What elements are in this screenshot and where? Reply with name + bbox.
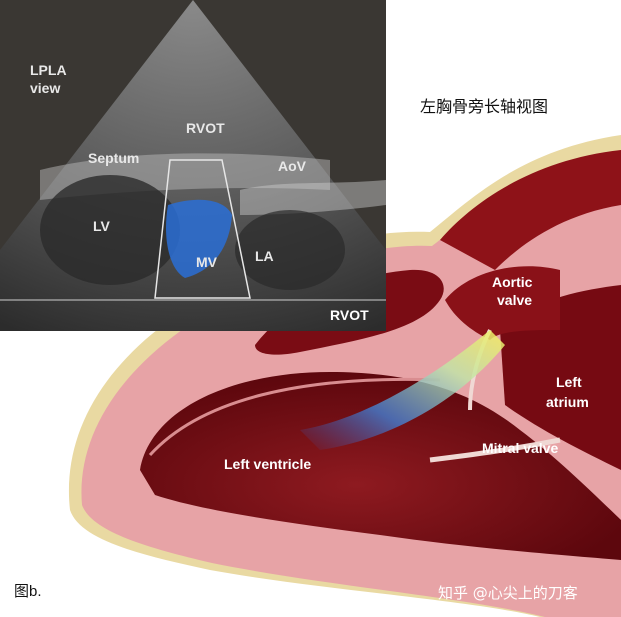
watermark: 知乎 @心尖上的刀客 [438, 584, 578, 602]
heart-label-aortic-valve-line2: valve [497, 292, 533, 308]
heart-label-left-atrium-line2: atrium [546, 394, 589, 410]
heart-label-mitral-valve: Mitral valve [482, 440, 559, 456]
echo-view-label-line1: LPLA [30, 62, 67, 78]
heart-label-left-atrium-line1: Left [556, 374, 582, 390]
echocardiogram-image [0, 0, 386, 331]
echo-view-label-line2: view [30, 80, 61, 96]
echo-label-aov: AoV [278, 158, 306, 174]
echo-label-lv: LV [93, 218, 110, 234]
echo-label-la: LA [255, 248, 274, 264]
heart-label-rvot: RVOT [330, 307, 369, 323]
heart-label-aortic-valve-line1: Aortic [492, 274, 533, 290]
view-caption: 左胸骨旁长轴视图 [420, 97, 549, 116]
heart-label-left-ventricle: Left ventricle [224, 456, 312, 472]
echo-label-mv: MV [196, 254, 217, 270]
echo-label-rvot: RVOT [186, 120, 225, 136]
figure-label: 图b. [14, 583, 42, 600]
echo-label-septum: Septum [88, 150, 140, 166]
